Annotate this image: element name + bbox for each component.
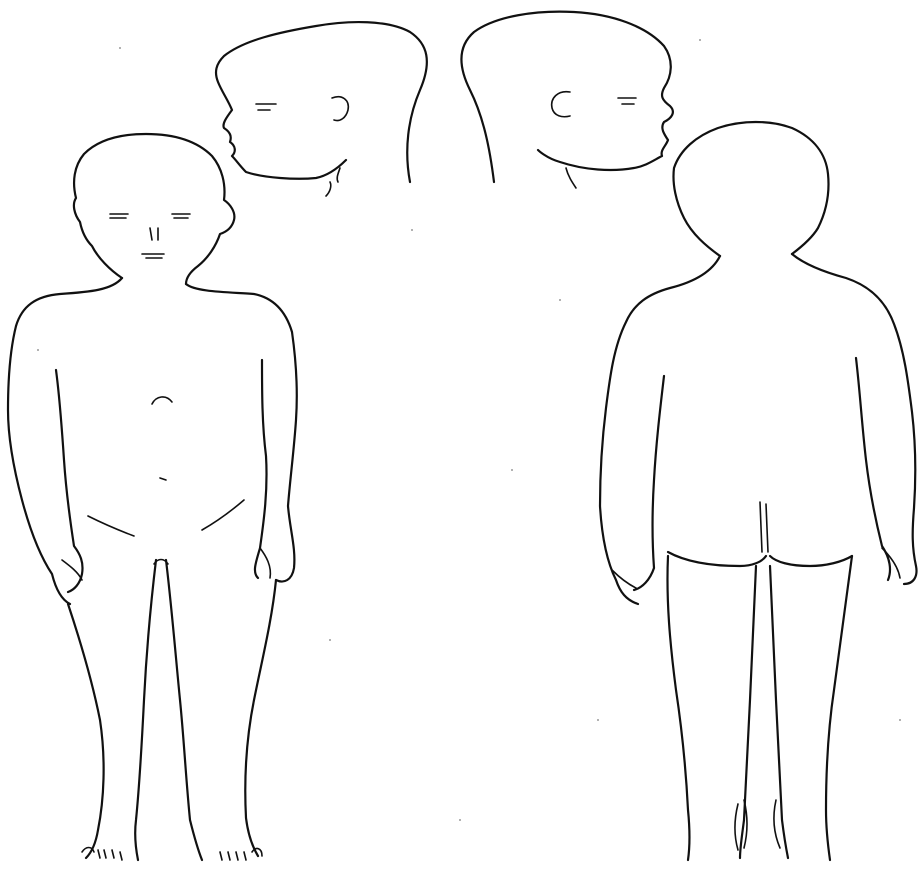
- left-head-profile: [216, 22, 427, 196]
- scan-noise: [37, 39, 901, 821]
- back-view: [600, 122, 917, 860]
- front-view: [8, 134, 297, 860]
- right-head-profile: [461, 12, 672, 188]
